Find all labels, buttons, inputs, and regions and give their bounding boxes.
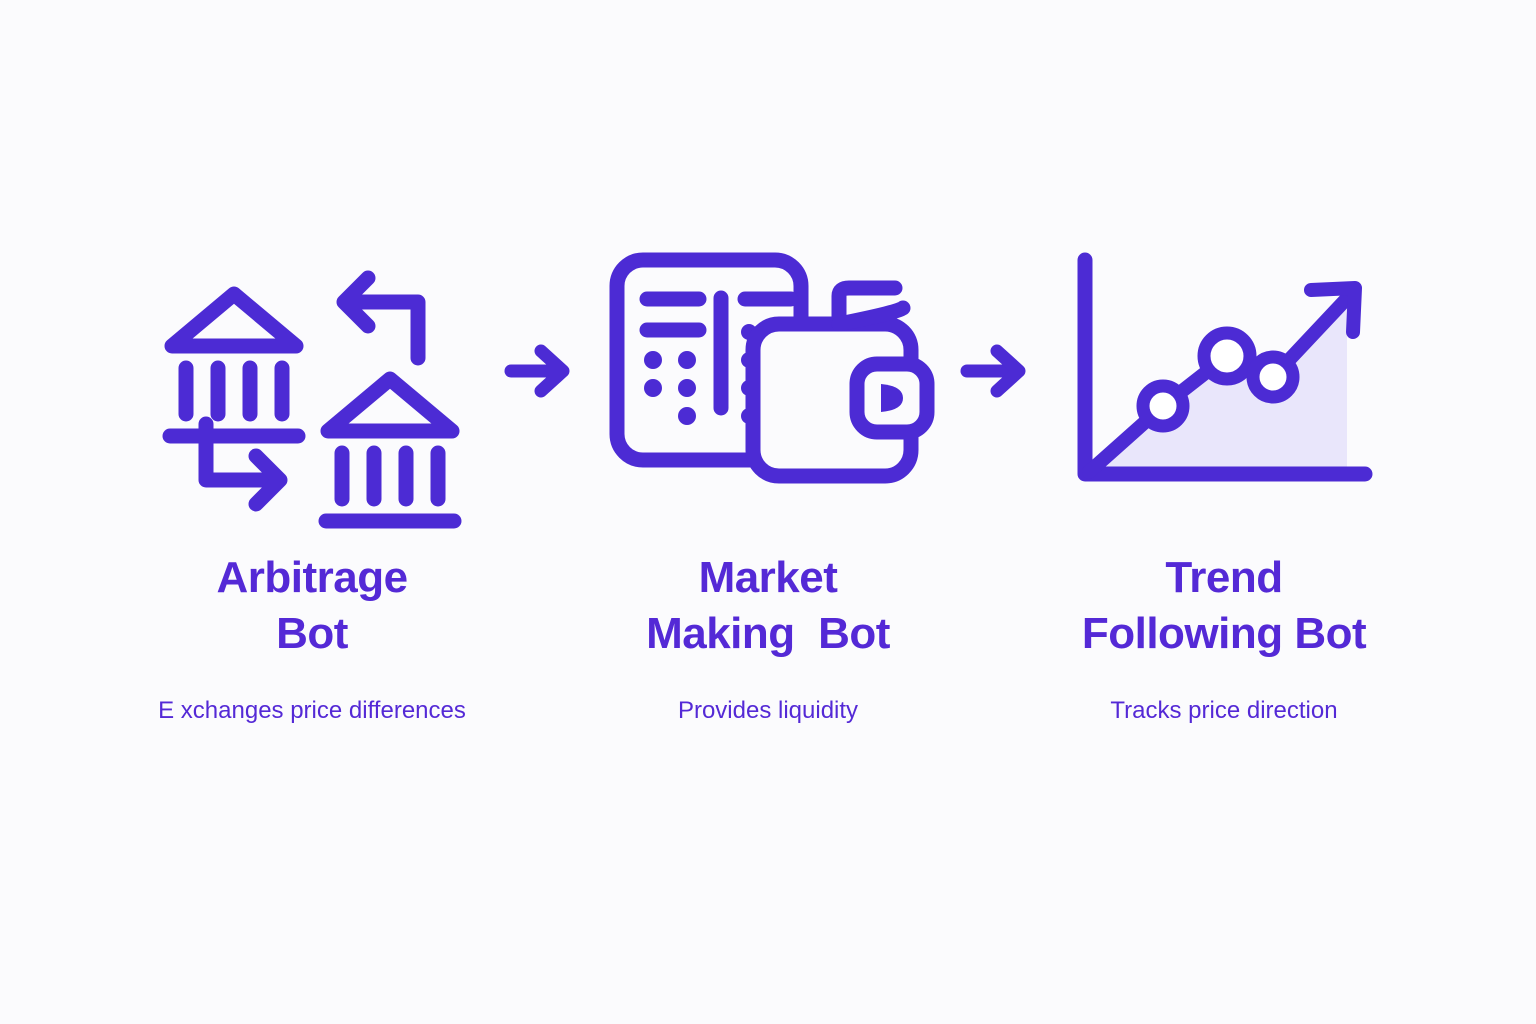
bank-exchange-icon <box>127 246 497 529</box>
stage-title-trend-following: Trend Following Bot <box>1081 553 1367 659</box>
stage-caption-arbitrage: E xchanges price differences <box>158 696 466 724</box>
stage-title-arbitrage: Arbitrage Bot <box>216 553 408 659</box>
stage-market-making: Market Making Bot Provides liquidity <box>583 246 953 725</box>
stage-arbitrage: Arbitrage Bot E xchanges price differenc… <box>127 246 497 725</box>
stage-title-market-making: Market Making Bot <box>646 553 890 659</box>
connector-1 <box>497 246 583 496</box>
chart-marker <box>1197 326 1257 386</box>
stage-caption-market-making: Provides liquidity <box>677 696 859 724</box>
arrow-right-icon <box>504 343 575 399</box>
stage-trend-following: Trend Following Bot Tracks price directi… <box>1039 246 1409 725</box>
bot-flow-row: Arbitrage Bot E xchanges price differenc… <box>0 246 1536 766</box>
chart-area-fill <box>1087 304 1347 474</box>
arrow-right-icon <box>960 343 1031 399</box>
rising-line-chart-icon <box>1039 246 1409 496</box>
stage-caption-trend-following: Tracks price direction <box>1110 696 1338 724</box>
connector-2 <box>953 246 1039 496</box>
chart-marker <box>1136 379 1190 433</box>
orderbook-wallet-icon <box>583 246 953 496</box>
chart-marker <box>1246 350 1300 404</box>
